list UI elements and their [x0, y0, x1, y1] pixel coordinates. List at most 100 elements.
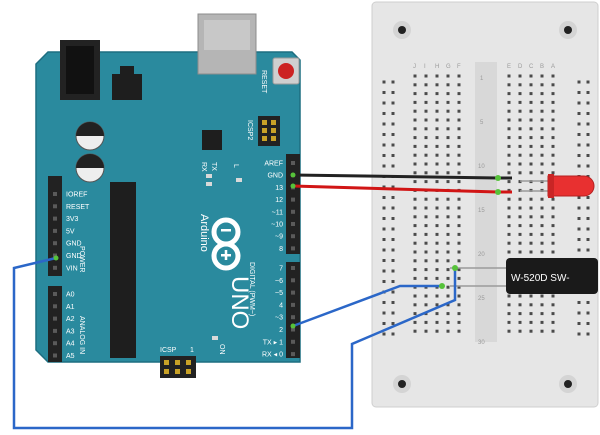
breadboard-hole [518, 162, 522, 166]
breadboard-hole [551, 144, 555, 148]
rail-hole [382, 322, 386, 325]
breadboard-hole [551, 232, 555, 236]
rail-hole [382, 143, 386, 147]
rail-hole [382, 248, 386, 252]
header-pin [53, 316, 57, 321]
rail-hole [382, 332, 386, 336]
breadboard-hole [413, 74, 417, 78]
rail-hole [577, 332, 581, 336]
pin-label: A0 [66, 292, 75, 299]
breadboard-hole [413, 232, 417, 236]
breadboard-hole [529, 127, 533, 131]
breadboard-hole [446, 224, 450, 228]
breadboard-hole [540, 171, 544, 175]
col-letter-f: F [457, 64, 461, 70]
breadboard-hole [457, 276, 461, 280]
digital-header-top [286, 154, 300, 254]
rail-hole [577, 217, 581, 220]
header-pin [291, 352, 295, 357]
pin-label: 2 [279, 327, 283, 334]
rail-hole [382, 280, 386, 283]
breadboard-hole [446, 171, 450, 175]
pin-label: ~9 [275, 234, 283, 241]
row-num-10: 10 [478, 164, 485, 170]
pin-label: IOREF [66, 192, 87, 199]
breadboard-hole [435, 250, 439, 254]
breadboard-hole [540, 109, 544, 113]
breadboard-hole [435, 180, 439, 184]
arduino-board: RESET ICSP2 TX RX L [35, 13, 301, 378]
pin-label: A3 [66, 328, 75, 335]
breadboard-hole [413, 206, 417, 210]
breadboard-hole [457, 162, 461, 166]
rail-hole [382, 206, 386, 210]
breadboard-hole [446, 215, 450, 219]
breadboard-hole [446, 232, 450, 236]
breadboard-hole [457, 92, 461, 96]
breadboard-hole [413, 127, 417, 131]
breadboard-hole [507, 241, 511, 245]
breadboard-hole [529, 241, 533, 245]
rail-hole [391, 91, 395, 94]
breadboard-hole [507, 215, 511, 219]
capacitor [75, 121, 105, 151]
breadboard-hole [413, 109, 417, 113]
breadboard-column-letters: J I H G F E D C B A [413, 64, 555, 70]
breadboard-hole [507, 127, 511, 131]
breadboard-hole [540, 136, 544, 140]
breadboard-hole [507, 188, 511, 192]
rail-hole [382, 122, 386, 126]
pin-label: ~11 [272, 209, 283, 216]
icsp-label: ICSP [160, 347, 177, 354]
breadboard-hole [507, 83, 511, 87]
connection-dot [290, 183, 296, 189]
breadboard-hole [540, 83, 544, 87]
breadboard-hole [551, 294, 555, 298]
l-led [236, 178, 242, 182]
voltage-regulator [112, 66, 142, 100]
breadboard-hole [435, 232, 439, 236]
breadboard-hole [446, 259, 450, 263]
capacitor [75, 153, 105, 183]
rail-hole [577, 122, 581, 126]
breadboard-hole [446, 83, 450, 87]
breadboard-hole [446, 180, 450, 184]
rail-hole [586, 101, 590, 105]
breadboard-hole [551, 118, 555, 122]
breadboard-hole [446, 320, 450, 324]
usb-port [197, 13, 257, 75]
rail-hole [586, 133, 590, 136]
rail-hole [382, 101, 386, 105]
rail-hole [382, 164, 386, 168]
rail-hole [577, 154, 581, 157]
pin-label: GND [66, 253, 82, 260]
breadboard-hole [507, 320, 511, 324]
breadboard-hole [518, 250, 522, 254]
breadboard-hole [446, 250, 450, 254]
breadboard-hole [424, 241, 428, 245]
rail-hole [391, 143, 395, 147]
breadboard-hole [551, 312, 555, 316]
header-pin [291, 266, 295, 270]
dc-power-jack [60, 40, 100, 100]
breadboard-hole [424, 127, 428, 131]
breadboard-hole [457, 294, 461, 298]
reset-button[interactable] [272, 57, 300, 85]
header-pin [291, 197, 295, 202]
pin-label: A5 [66, 353, 75, 360]
breadboard-hole [529, 303, 533, 307]
breadboard-hole [424, 320, 428, 324]
breadboard-hole [424, 224, 428, 228]
breadboard-hole [457, 303, 461, 307]
breadboard-hole [435, 83, 439, 87]
on-label: ON [218, 344, 225, 355]
breadboard-hole [424, 144, 428, 148]
breadboard-hole [424, 118, 428, 122]
breadboard-hole [529, 197, 533, 201]
header-pin [53, 328, 57, 333]
breadboard-hole [540, 92, 544, 96]
rail-hole [391, 164, 395, 168]
pin-label: ~10 [271, 222, 283, 229]
rail-hole [391, 269, 395, 273]
